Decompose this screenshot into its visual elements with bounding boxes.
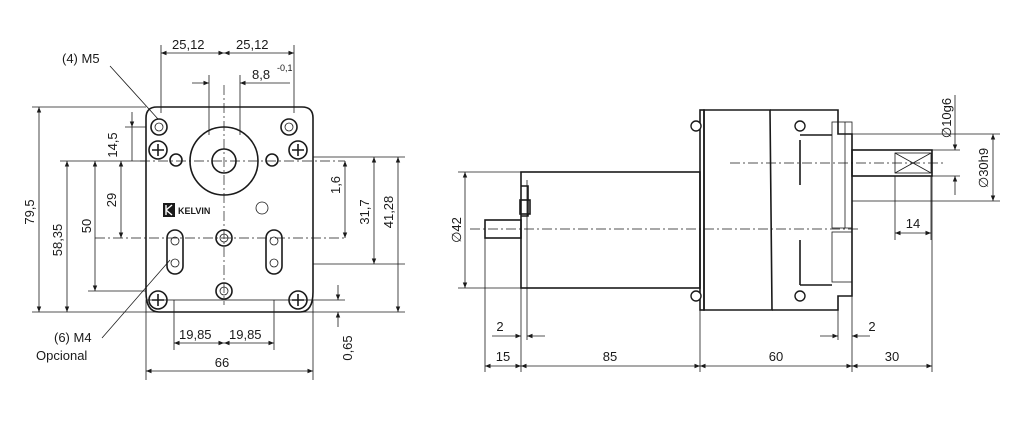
dim-right-c: 41,28	[381, 196, 396, 229]
dim-top-right: 25,12	[236, 37, 269, 52]
callout-m5: (4) M5	[62, 51, 100, 66]
front-view: KELVIN 25,12 25,12 8,8 -0,1 (4) M5 79,5 …	[22, 37, 405, 380]
dim-top-left: 25,12	[172, 37, 205, 52]
cross-screw	[288, 140, 308, 160]
side-view: ∅42 ∅10g6 ∅30h9 14 2 2 15	[449, 95, 1000, 372]
cross-screw	[148, 140, 168, 160]
dim-flange-dia: ∅30h9	[976, 148, 991, 188]
dim-bottom-width: 66	[215, 355, 229, 370]
dim-bottom-4: 30	[885, 349, 899, 364]
dim-bottom-2: 85	[603, 349, 617, 364]
corner-screw	[280, 118, 298, 136]
dim-upper-offset: 29	[104, 193, 119, 207]
dim-bottom-3: 60	[769, 349, 783, 364]
dim-left-step: 2	[496, 319, 503, 334]
corner-screw	[150, 118, 168, 136]
dim-right-b: 31,7	[357, 199, 372, 224]
dim-mid-height: 58,35	[50, 224, 65, 257]
dim-key-length: 14	[906, 216, 920, 231]
dim-right-step: 2	[868, 319, 875, 334]
dim-thickness: 0,65	[340, 335, 355, 360]
brand-logo: KELVIN	[163, 203, 210, 217]
callout-m4: (6) M4	[54, 330, 92, 345]
dim-bottom-right: 19,85	[229, 327, 262, 342]
logo-text: KELVIN	[178, 206, 210, 216]
dim-bottom-1: 15	[496, 349, 510, 364]
dim-overall-height: 79,5	[22, 199, 37, 224]
cross-screw	[288, 290, 308, 310]
dim-bottom-left: 19,85	[179, 327, 212, 342]
callout-m4-note: Opcional	[36, 348, 87, 363]
dim-shaft: 8,8	[252, 67, 270, 82]
dim-right-a: 1,6	[328, 176, 343, 194]
dim-motor-dia: ∅42	[449, 217, 464, 243]
dim-lower-height: 50	[79, 219, 94, 233]
dim-top-offset: 14,5	[105, 132, 120, 157]
cross-screw	[148, 290, 168, 310]
dim-shaft-tol: -0,1	[277, 63, 293, 73]
dim-output-dia: ∅10g6	[939, 98, 954, 138]
